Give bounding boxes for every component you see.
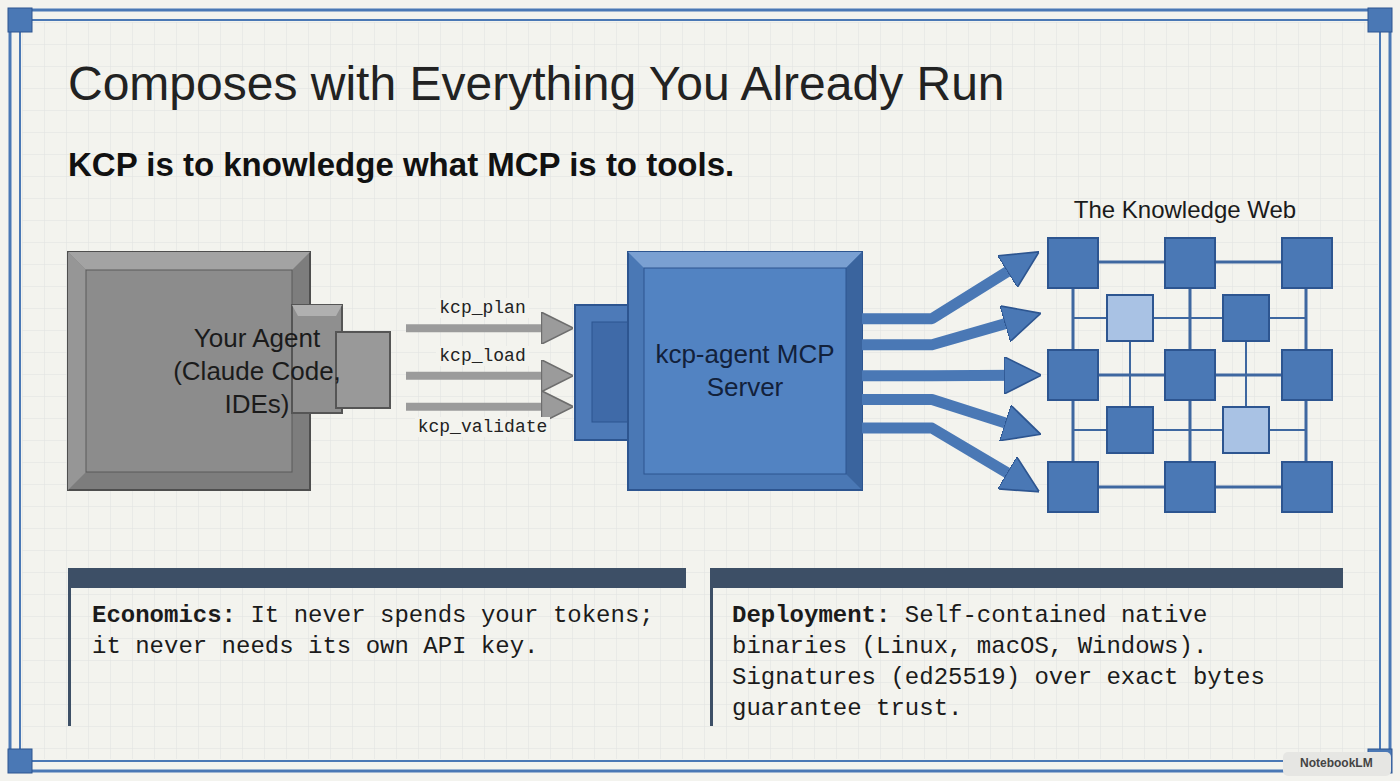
panel-heading: Deployment:: [732, 602, 890, 629]
tool-call-arrow: [406, 403, 559, 411]
watermark-badge: [1283, 752, 1391, 776]
frame: [8, 8, 1392, 773]
node-text: Your Agent (Claude Code, IDEs): [154, 322, 360, 421]
edge-label: kcp_plan: [436, 298, 528, 318]
subtitle: KCP is to knowledge what MCP is to tools…: [68, 146, 734, 184]
knowledge-grid: [1073, 262, 1306, 487]
economics-panel: Economics: It never spends your tokens; …: [68, 568, 686, 726]
edge-label: kcp_load: [436, 346, 528, 366]
knowledge-arrow: [862, 370, 1026, 382]
agent-box: Your Agent (Claude Code, IDEs): [68, 252, 392, 490]
knowledge-arrow: [862, 428, 1026, 484]
node-text: The Knowledge Web: [1030, 196, 1340, 224]
panel-bars: [68, 568, 1343, 726]
panel-text: Deployment: Self-contained native binari…: [732, 600, 1331, 724]
edge-label: kcp_validate: [415, 417, 551, 437]
server-box: kcp-agent MCP Server: [575, 252, 862, 490]
panel-text: Economics: It never spends your tokens; …: [92, 600, 670, 662]
knowledge-arrow: [862, 260, 1026, 319]
knowledge-web: The Knowledge Web: [1030, 196, 1340, 516]
tool-call-arrow: [406, 324, 559, 332]
title: Composes with Everything You Already Run: [68, 56, 1005, 111]
tool-call-arrow: [406, 372, 559, 380]
knowledge-arrow: [862, 318, 1026, 345]
watermark: NotebookLM: [1300, 756, 1373, 770]
panel-heading: Economics:: [92, 602, 236, 629]
deployment-panel: Deployment: Self-contained native binari…: [710, 568, 1343, 726]
node-text: kcp-agent MCP Server: [645, 338, 845, 404]
agent-block: [68, 252, 390, 490]
server-block: [575, 252, 862, 490]
knowledge-squares: [1048, 238, 1332, 512]
